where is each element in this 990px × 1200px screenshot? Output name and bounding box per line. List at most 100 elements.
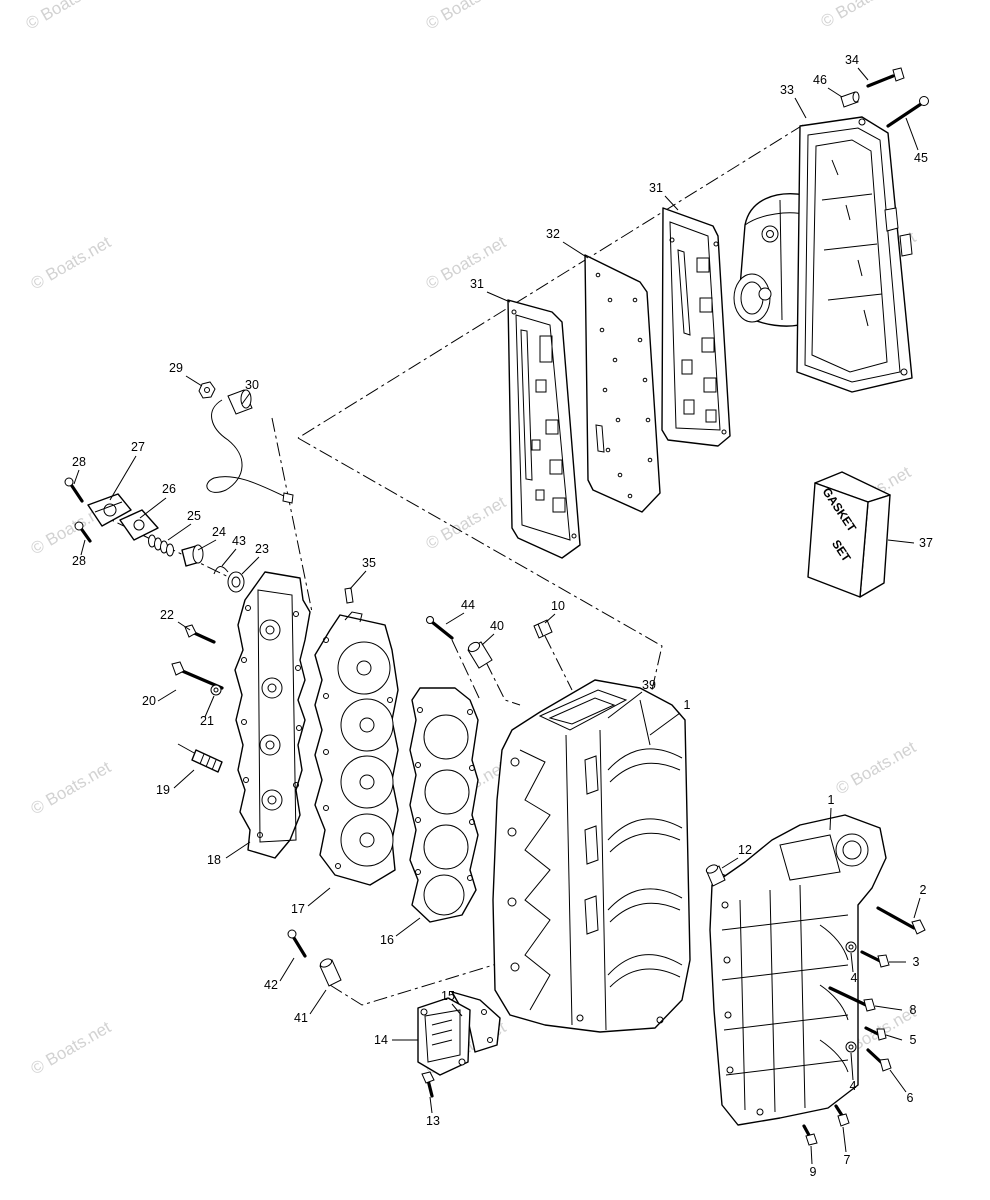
bolt-3	[860, 950, 890, 968]
callout-41: 41	[294, 1011, 308, 1025]
leader-line	[544, 613, 556, 624]
leader-line	[204, 695, 215, 718]
callout-20: 20	[142, 694, 156, 708]
callout-28-lower: 28	[72, 554, 86, 568]
callout-23: 23	[255, 542, 269, 556]
thermostat-24	[181, 544, 204, 567]
callout-19: 19	[156, 783, 170, 797]
callout-17: 17	[291, 902, 305, 916]
watermark: © Boats.net	[23, 0, 110, 33]
nut-29	[198, 381, 216, 399]
cylinder-head-cover	[234, 571, 311, 859]
callout-39: 39	[642, 678, 656, 692]
callout-26: 26	[162, 482, 176, 496]
leader-line	[850, 1052, 854, 1081]
leader-line	[241, 556, 260, 575]
bolt-28-lower	[74, 521, 92, 543]
assembly-line	[329, 962, 501, 1006]
leader-line	[829, 807, 832, 831]
leader-line	[905, 117, 919, 151]
watermark: © Boats.net	[818, 0, 905, 31]
washer-21	[210, 684, 222, 696]
bolt-20	[171, 661, 224, 690]
watermark: © Boats.net	[28, 757, 115, 818]
bolt-9	[802, 1124, 818, 1146]
callout-46: 46	[813, 73, 827, 87]
temperature-sensor-30	[206, 389, 294, 504]
leader-line	[157, 689, 177, 702]
water-cover	[417, 997, 471, 1076]
leader-line	[810, 1145, 813, 1165]
callout-35: 35	[362, 556, 376, 570]
bolt-5	[864, 1026, 887, 1041]
callout-30: 30	[245, 378, 259, 392]
callouts: 34 46 33 45 31 32 31 29 30 28 27 26 25 2…	[72, 53, 933, 1179]
watermark: © Boats.net	[28, 1017, 115, 1078]
callout-18: 18	[207, 853, 221, 867]
callout-5: 5	[910, 1033, 917, 1047]
leader-line	[842, 1126, 847, 1153]
spring-25	[148, 534, 174, 557]
callout-32: 32	[546, 227, 560, 241]
dowel-12	[705, 864, 726, 887]
assembly-line	[297, 437, 663, 691]
callout-1-block: 1	[684, 698, 691, 712]
callout-40: 40	[490, 619, 504, 633]
leader-line	[197, 539, 217, 551]
thermostat-gasket-26	[119, 509, 159, 541]
callout-14: 14	[374, 1033, 388, 1047]
callout-43: 43	[232, 534, 246, 548]
exhaust-gasket-inner	[507, 299, 581, 559]
assembly-line	[271, 417, 313, 613]
exhaust-plate	[584, 254, 661, 513]
leader-lines	[73, 67, 921, 1165]
leader-line	[173, 769, 195, 789]
leader-line	[429, 1096, 433, 1114]
callout-33: 33	[780, 83, 794, 97]
callout-2: 2	[920, 883, 927, 897]
leader-line	[889, 1069, 907, 1093]
leader-line	[827, 87, 843, 98]
bolt-2	[876, 906, 926, 935]
watermark: © Boats.net	[423, 492, 510, 553]
leader-line	[649, 712, 681, 736]
leader-line	[109, 455, 137, 501]
watermark: © Boats.net	[423, 0, 510, 33]
leader-line	[221, 548, 237, 567]
sensor-19	[177, 743, 223, 773]
callout-24: 24	[212, 525, 226, 539]
leader-line	[279, 957, 295, 982]
bolt-13	[421, 1071, 435, 1098]
callout-45: 45	[914, 151, 928, 165]
screw-45	[886, 96, 929, 128]
leader-line	[225, 841, 251, 859]
callout-8: 8	[910, 1003, 917, 1017]
leader-line	[167, 523, 192, 541]
screw-42	[287, 929, 307, 958]
pin-44	[426, 616, 454, 640]
callout-31-inner: 31	[470, 277, 484, 291]
bolt-7	[834, 1104, 850, 1127]
callout-4-upper: 4	[851, 971, 858, 985]
leader-line	[607, 691, 643, 719]
callout-29: 29	[169, 361, 183, 375]
leader-line	[794, 97, 807, 119]
callout-1-crankcase: 1	[828, 793, 835, 807]
thermostat-cover-27	[87, 493, 132, 527]
plug-10	[533, 619, 553, 639]
callout-4-lower: 4	[850, 1079, 857, 1093]
leader-line	[80, 539, 86, 556]
callout-27: 27	[131, 440, 145, 454]
exhaust-cover	[796, 116, 913, 393]
callout-16: 16	[380, 933, 394, 947]
leader-line	[885, 1034, 903, 1041]
callout-7: 7	[844, 1153, 851, 1167]
clip-43	[213, 566, 229, 575]
leader-line	[241, 392, 251, 405]
leader-line	[481, 633, 495, 646]
callout-15: 15	[441, 989, 455, 1003]
grommet-23	[227, 571, 245, 593]
callout-22: 22	[160, 608, 174, 622]
